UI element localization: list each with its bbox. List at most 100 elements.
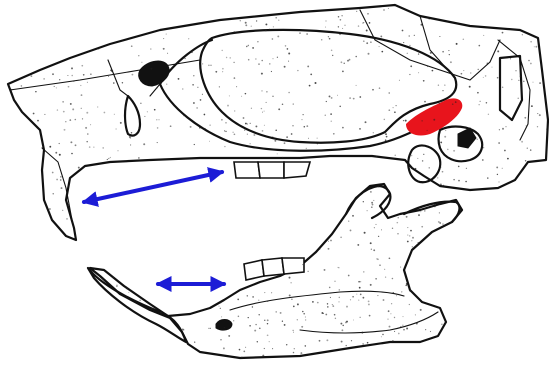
stipple-dot [261, 60, 263, 62]
stipple-dot [245, 93, 247, 95]
stipple-dot [305, 345, 307, 347]
stipple-dot [284, 324, 286, 326]
stipple-dot [409, 45, 411, 47]
stipple-dot [244, 130, 245, 131]
stipple-dot [483, 147, 484, 148]
stipple-dot [317, 143, 318, 144]
stipple-dot [291, 299, 293, 301]
stipple-dot [190, 126, 192, 128]
stipple-dot [282, 103, 284, 105]
occipital-condyle [500, 56, 522, 120]
stipple-dot [376, 156, 377, 157]
stipple-dot [356, 85, 357, 86]
stipple-dot [85, 127, 87, 129]
stipple-dot [384, 119, 386, 121]
stipple-dot [502, 128, 504, 130]
stipple-dot [288, 61, 289, 62]
stipple-dot [120, 122, 122, 124]
stipple-dot [305, 316, 306, 317]
stipple-dot [253, 134, 255, 136]
stipple-dot [334, 281, 335, 282]
stipple-dot [410, 65, 412, 67]
stipple-dot [375, 224, 376, 225]
stipple-dot [339, 34, 340, 35]
stipple-dot [424, 210, 426, 212]
stipple-dot [183, 115, 184, 116]
stipple-dot [385, 276, 386, 277]
stipple-dot [384, 269, 385, 270]
stipple-dot [234, 133, 236, 135]
stipple-dot [104, 112, 106, 114]
stipple-dot [423, 154, 424, 155]
stipple-dot [37, 120, 39, 122]
stipple-dot [131, 45, 133, 47]
stipple-dot [422, 160, 424, 162]
stipple-dot [470, 72, 471, 73]
stipple-dot [210, 65, 211, 66]
stipple-dot [111, 70, 113, 72]
stipple-dot [330, 113, 332, 115]
stipple-dot [391, 303, 392, 304]
stipple-dot [304, 126, 306, 128]
stipple-dot [267, 323, 268, 324]
stipple-dot [224, 146, 225, 147]
stipple-dot [297, 319, 298, 320]
stipple-dot [397, 222, 399, 224]
stipple-dot [267, 334, 269, 336]
stipple-dot [158, 119, 159, 120]
stipple-dot [249, 325, 251, 327]
stipple-dot [252, 296, 254, 298]
stipple-dot [411, 240, 412, 241]
stipple-dot [200, 99, 202, 101]
stipple-dot [526, 125, 527, 126]
stipple-dot [49, 146, 51, 148]
stipple-dot [326, 101, 327, 102]
stipple-dot [418, 242, 419, 243]
stipple-dot [156, 119, 157, 120]
stipple-dot [406, 283, 408, 285]
stipple-dot [473, 138, 474, 139]
stipple-dot [255, 125, 257, 127]
stipple-dot [150, 68, 152, 70]
stipple-dot [418, 72, 419, 73]
stipple-dot [518, 98, 519, 99]
stipple-dot [327, 306, 329, 308]
stipple-dot [71, 75, 73, 77]
stipple-dot [417, 158, 418, 159]
stipple-dot [284, 66, 286, 68]
stipple-dot [521, 141, 523, 143]
stipple-dot [293, 332, 294, 333]
stipple-dot [221, 119, 223, 121]
stipple-dot [334, 314, 336, 316]
stipple-dot [306, 148, 307, 149]
stipple-dot [421, 24, 423, 26]
stipple-dot [440, 184, 442, 186]
stipple-dot [306, 33, 308, 35]
stipple-dot [383, 9, 385, 11]
stipple-dot [255, 284, 256, 285]
stipple-dot [277, 138, 278, 139]
stipple-dot [317, 302, 319, 304]
stipple-dot [208, 64, 210, 66]
lacrimal-process [125, 96, 140, 136]
stipple-dot [482, 159, 484, 161]
stipple-dot [392, 278, 394, 280]
stipple-dot [138, 127, 140, 129]
stipple-dot [441, 101, 442, 102]
stipple-dot [274, 140, 276, 142]
stipple-dot [150, 48, 152, 50]
stipple-dot [86, 141, 88, 143]
stipple-dot [359, 96, 361, 98]
stipple-dot [534, 46, 535, 47]
stipple-dot [362, 343, 364, 345]
stipple-dot [546, 129, 547, 130]
stipple-dot [315, 82, 317, 84]
stipple-dot [160, 312, 162, 314]
stipple-dot [347, 60, 349, 62]
stipple-dot [261, 108, 262, 109]
stipple-dot [261, 73, 263, 75]
stipple-dot [510, 58, 511, 59]
stipple-dot [272, 136, 273, 137]
stipple-dot [395, 105, 396, 106]
stipple-dot [440, 141, 442, 143]
